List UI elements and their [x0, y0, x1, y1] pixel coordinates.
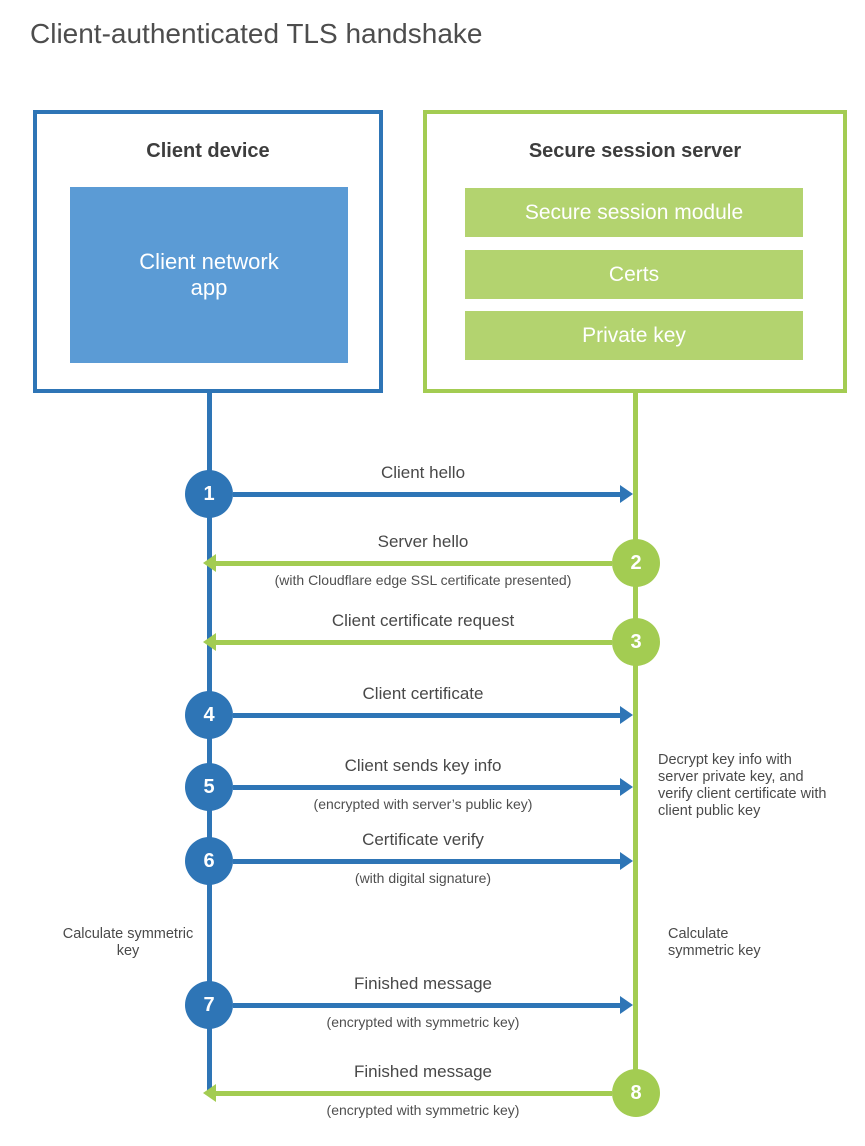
arrowhead-left-icon: [203, 554, 216, 572]
arrowhead-right-icon: [620, 485, 633, 503]
secure-session-module-bar: Secure session module: [465, 188, 803, 237]
step-number: 5: [203, 775, 215, 798]
message-sublabel: (with digital signature): [354, 870, 492, 886]
message-label: Server hello: [377, 532, 469, 551]
secure-session-server-box: Secure session server Secure session mod…: [423, 110, 847, 393]
message-sublabel: (encrypted with server’s public key): [313, 796, 533, 812]
step-number: 3: [630, 630, 642, 653]
message-label: Client sends key info: [344, 756, 502, 775]
arrow-client-to-server: [233, 1003, 620, 1008]
calculate-symmetric-key-note-client: Calculate symmetric key: [62, 926, 194, 959]
step-circle-1: 1: [185, 470, 233, 518]
message-label: Client certificate request: [331, 611, 515, 630]
arrow-server-to-client: [216, 1091, 612, 1096]
arrow-client-to-server: [233, 785, 620, 790]
step-circle-3: 3: [612, 618, 660, 666]
private-key-bar: Private key: [465, 311, 803, 360]
client-device-title: Client device: [146, 140, 270, 162]
arrowhead-left-icon: [203, 1084, 216, 1102]
step-circle-5: 5: [185, 763, 233, 811]
step-number: 4: [203, 703, 215, 726]
step-circle-8: 8: [612, 1069, 660, 1117]
decrypt-key-note: Decrypt key info with server private key…: [658, 752, 827, 819]
arrowhead-left-icon: [203, 633, 216, 651]
page-title: Client-authenticated TLS handshake: [30, 18, 483, 49]
arrowhead-right-icon: [620, 778, 633, 796]
step-circle-7: 7: [185, 981, 233, 1029]
server-lifeline: [633, 393, 638, 1095]
calculate-symmetric-key-note-server: Calculate symmetric key: [668, 926, 761, 959]
message-label: Client hello: [380, 463, 466, 482]
arrow-server-to-client: [216, 640, 612, 645]
message-label: Finished message: [354, 974, 492, 993]
arrow-client-to-server: [233, 859, 620, 864]
message-sublabel: (encrypted with symmetric key): [326, 1102, 520, 1118]
arrow-server-to-client: [216, 561, 612, 566]
step-number: 7: [203, 993, 215, 1016]
step-circle-2: 2: [612, 539, 660, 587]
step-number: 2: [630, 551, 642, 574]
arrow-client-to-server: [233, 492, 620, 497]
step-circle-4: 4: [185, 691, 233, 739]
step-number: 6: [203, 849, 215, 872]
step-number: 1: [203, 482, 215, 505]
message-label: Finished message: [354, 1062, 492, 1081]
client-device-box: Client device Client network app: [33, 110, 383, 393]
message-sublabel: (with Cloudflare edge SSL certificate pr…: [274, 572, 572, 588]
message-label: Certificate verify: [362, 830, 484, 849]
arrow-client-to-server: [233, 713, 620, 718]
message-label: Client certificate: [362, 684, 484, 703]
certs-bar: Certs: [465, 250, 803, 299]
secure-session-server-title: Secure session server: [528, 140, 742, 162]
arrowhead-right-icon: [620, 706, 633, 724]
step-number: 8: [630, 1081, 642, 1104]
arrowhead-right-icon: [620, 852, 633, 870]
client-network-app-box: Client network app: [70, 187, 348, 363]
message-sublabel: (encrypted with symmetric key): [326, 1014, 520, 1030]
step-circle-6: 6: [185, 837, 233, 885]
arrowhead-right-icon: [620, 996, 633, 1014]
client-lifeline: [207, 393, 212, 1093]
